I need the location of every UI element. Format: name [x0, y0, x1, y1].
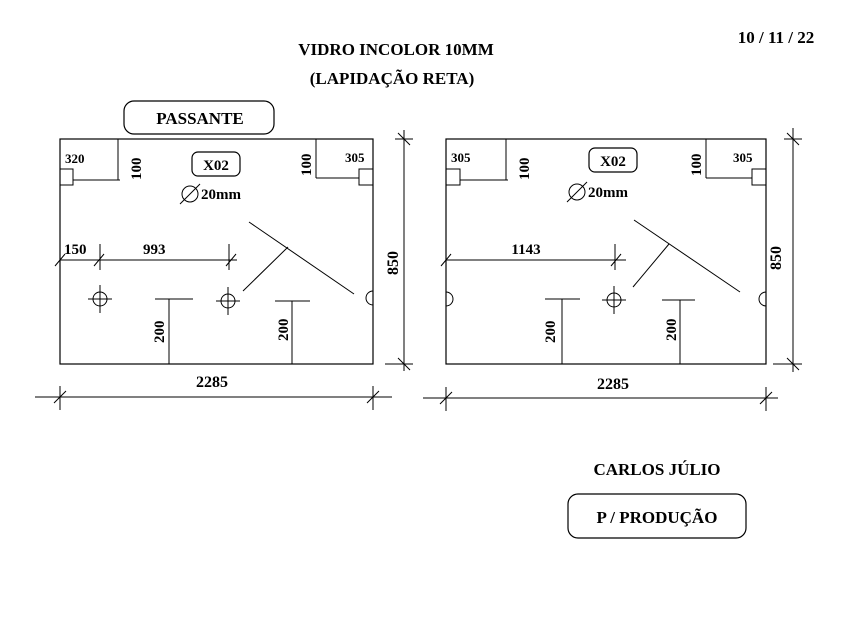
right-width-dim: 2285: [597, 376, 629, 393]
left-panel: 320 305 100 100 X02 20mm 150 993: [35, 130, 413, 410]
left-corner-label-right: 305: [345, 150, 365, 165]
right-x02-label: X02: [600, 154, 626, 170]
production-tag: P / PRODUÇÃO: [567, 493, 747, 539]
left-drop-a: 200: [152, 321, 168, 344]
left-offset-993: 993: [143, 242, 166, 258]
left-panel-outline: [59, 138, 374, 365]
title-line-2: (LAPIDAÇÃO RETA): [310, 69, 475, 88]
left-x02-label: X02: [203, 158, 229, 174]
left-corner-square-tl: [59, 168, 74, 186]
right-corner-square-tl: [445, 168, 461, 186]
right-offset-1143: 1143: [511, 242, 540, 258]
right-height-dim: 850: [768, 246, 785, 270]
left-corner-label-left: 320: [65, 151, 85, 166]
right-edge-notch-left: [445, 291, 454, 307]
title-line-1: VIDRO INCOLOR 10MM: [298, 40, 494, 59]
left-height-dim: 850: [385, 251, 402, 275]
left-hole-label: 20mm: [201, 187, 241, 203]
right-hole-1: [602, 286, 626, 314]
left-width-dim: 2285: [196, 374, 228, 391]
left-edge-notch: [365, 290, 374, 306]
date-label: 10 / 11 / 22: [738, 28, 815, 47]
author-name: CARLOS JÚLIO: [593, 460, 720, 479]
right-panel: 305 305 100 100 X02 20mm 1143 200 200: [423, 128, 802, 411]
left-offset-150: 150: [64, 242, 87, 258]
left-drop-b: 200: [276, 319, 292, 342]
right-panel-outline: [445, 138, 767, 365]
right-corner-label-right: 305: [733, 150, 753, 165]
left-vertical-dim-left: 100: [129, 158, 145, 181]
right-hole-label: 20mm: [588, 185, 628, 201]
passante-label: PASSANTE: [156, 109, 244, 128]
right-diameter-icon: [566, 181, 588, 203]
left-hole-2: [216, 287, 240, 315]
right-vertical-dim-left: 100: [517, 158, 533, 181]
left-hole-1: [88, 285, 112, 313]
right-drop-b: 200: [664, 319, 680, 342]
right-corner-label-left: 305: [451, 150, 471, 165]
right-edge-notch-right: [758, 291, 767, 307]
right-drop-a: 200: [543, 321, 559, 344]
left-corner-square-tr: [358, 168, 374, 186]
left-diameter-icon: [179, 183, 201, 205]
production-label: P / PRODUÇÃO: [597, 508, 718, 527]
passante-tag: PASSANTE: [123, 100, 275, 135]
right-vertical-dim-right: 100: [689, 154, 705, 177]
left-vertical-dim-right: 100: [299, 154, 315, 177]
right-corner-square-tr: [751, 168, 767, 186]
